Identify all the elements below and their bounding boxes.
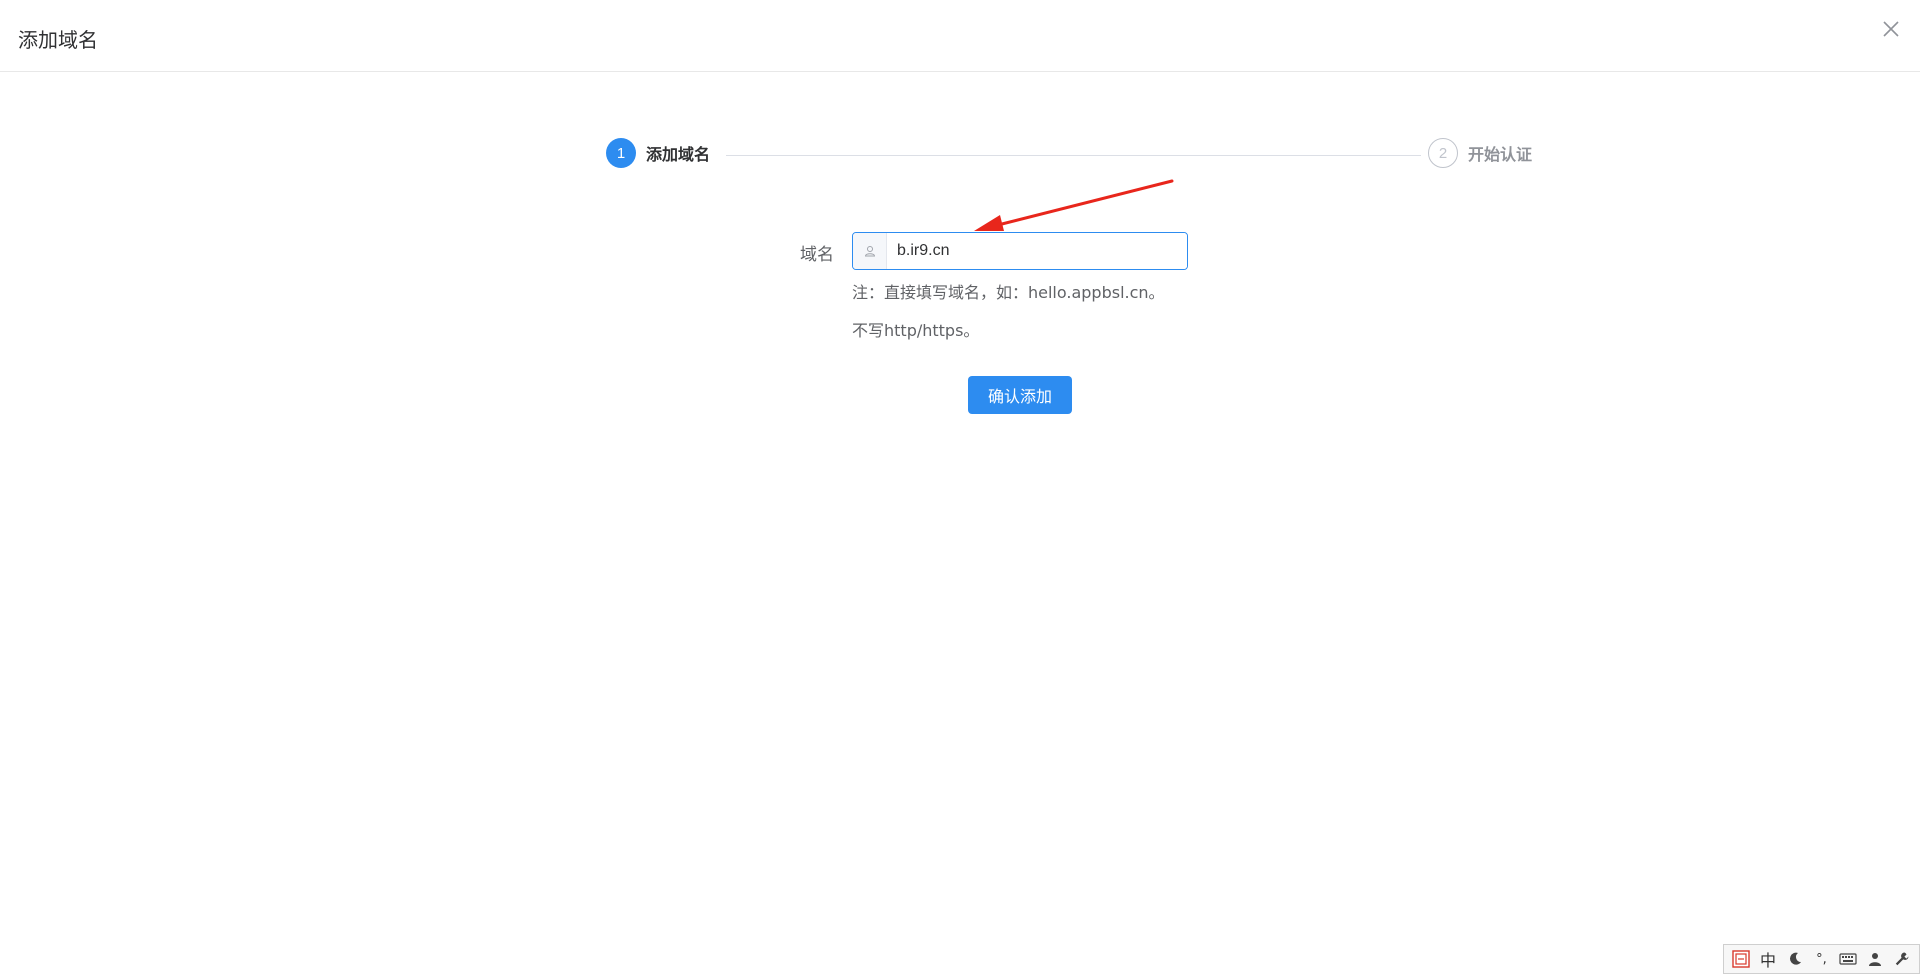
step-start-verification: 2 开始认证: [1428, 138, 1532, 168]
step-add-domain: 1 添加域名: [606, 138, 710, 168]
domain-label: 域名: [800, 245, 834, 265]
ime-toolbar: 中 °,: [1723, 944, 1920, 974]
domain-input-group: [852, 232, 1188, 270]
annotation-arrow-icon: [974, 179, 1174, 231]
domain-input[interactable]: [887, 233, 1187, 269]
step-number-1: 1: [606, 138, 636, 168]
moon-icon[interactable]: [1785, 949, 1805, 969]
step-number-2: 2: [1428, 138, 1458, 168]
dialog-title: 添加域名: [18, 28, 98, 52]
dialog-header: 添加域名: [0, 0, 1920, 72]
user-icon: [853, 233, 887, 269]
hint-text-example: 注：直接填写域名，如：hello.appbsl.cn。: [852, 283, 1165, 302]
keyboard-icon[interactable]: [1838, 949, 1858, 969]
steps: 1 添加域名 2 开始认证: [606, 138, 1536, 172]
step-label-2: 开始认证: [1468, 145, 1533, 164]
ime-logo-icon[interactable]: [1731, 949, 1751, 969]
user-profile-icon[interactable]: [1865, 949, 1885, 969]
ime-punctuation[interactable]: °,: [1816, 951, 1827, 967]
step-label-1: 添加域名: [646, 145, 711, 164]
ime-mode-chinese[interactable]: 中: [1760, 951, 1777, 970]
wrench-icon[interactable]: [1892, 949, 1912, 969]
hint-text-no-protocol: 不写http/https。: [852, 321, 980, 340]
close-icon[interactable]: [1880, 18, 1902, 40]
step-connector-line: [726, 155, 1421, 156]
confirm-add-button[interactable]: 确认添加: [968, 376, 1072, 414]
